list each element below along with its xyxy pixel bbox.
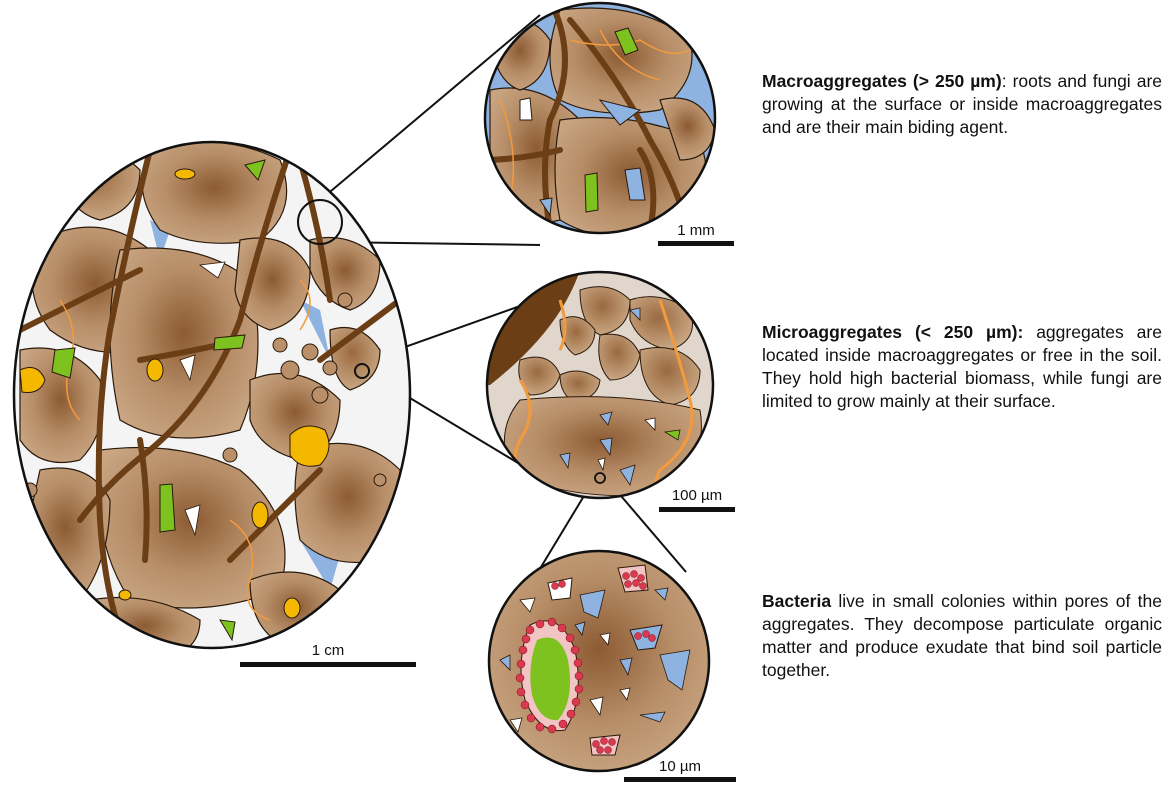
bacteria-zoom [489,551,709,771]
scale-label-bacteria: 10 µm [659,758,701,775]
macroaggregates-title: Macroaggregates (> 250 µm) [762,71,1002,91]
bacteria-description: Bacteria live in small colonies within p… [762,590,1162,682]
macroaggregates-separator: : [1002,71,1013,91]
scale-bar-soil: 1 cm [240,642,416,667]
scale-bar-macro: 1 mm [658,222,734,246]
macroaggregates-description: Macroaggregates (> 250 µm): roots and fu… [762,70,1162,139]
microaggregate-zoom [480,270,720,510]
microaggregates-title: Microaggregates (< 250 µm): [762,322,1023,342]
scale-label-macro: 1 mm [677,222,715,239]
scale-label-micro: 100 µm [672,487,722,504]
scale-bar-micro: 100 µm [659,487,735,512]
microaggregates-separator [1023,322,1036,342]
microaggregates-description: Microaggregates (< 250 µm): aggregates a… [762,321,1162,413]
bacteria-title: Bacteria [762,591,831,611]
soil-macro-view [0,130,420,660]
scale-label-soil: 1 cm [312,642,345,659]
